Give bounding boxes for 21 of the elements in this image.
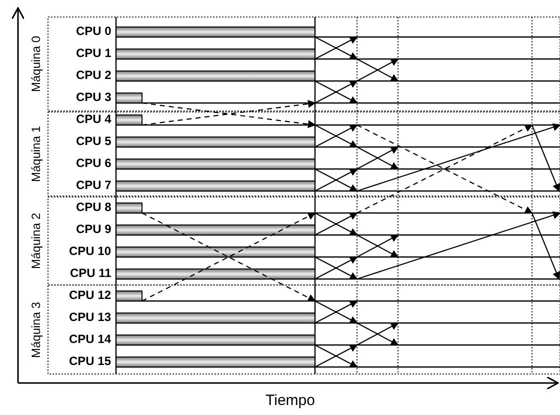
cpu-label: CPU 2	[76, 69, 112, 81]
cpu-label: CPU 15	[69, 355, 112, 367]
cpu-label: CPU 9	[76, 223, 112, 235]
cpu-label: CPU 6	[76, 157, 112, 169]
machine-label: Máquina 0	[30, 36, 42, 92]
cpu-label: CPU 11	[70, 267, 112, 279]
machine-label: Máquina 1	[30, 126, 42, 182]
cpu-label: CPU 14	[69, 333, 112, 345]
cpu-label: CPU 7	[76, 179, 112, 191]
cpu-label: CPU 1	[76, 47, 112, 59]
cpu-label: CPU 0	[76, 25, 112, 37]
cpu-label: CPU 12	[69, 289, 112, 301]
cpu-label: CPU 3	[76, 91, 112, 103]
axis-label: Tiempo	[266, 393, 315, 408]
cpu-label: CPU 4	[76, 113, 112, 125]
machine-label: Máquina 2	[30, 212, 42, 269]
cpu-label: CPU 13	[69, 311, 112, 323]
cpu-label: CPU 8	[76, 201, 112, 213]
cpu-label: CPU 5	[76, 135, 112, 147]
machine-label: Máquina 3	[30, 301, 42, 358]
cpu-label: CPU 10	[69, 245, 112, 257]
